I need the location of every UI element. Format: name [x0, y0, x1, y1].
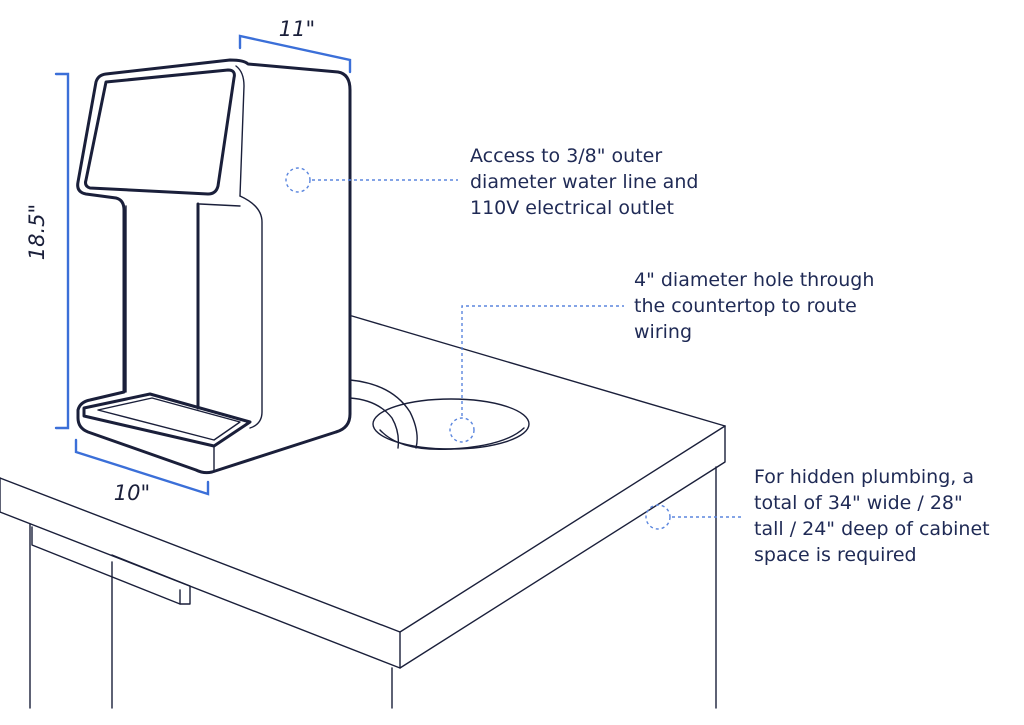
- appliance: [76, 58, 352, 475]
- callout-countertop-hole: 4" diameter hole through the countertop …: [449, 269, 880, 443]
- callout-text: 4" diameter hole through the countertop …: [634, 269, 880, 343]
- width-label: 11": [279, 17, 315, 41]
- height-label: 18.5": [25, 204, 49, 260]
- callout-marker: [645, 504, 671, 530]
- depth-dimension: 10": [74, 438, 210, 505]
- width-dimension: 11": [238, 17, 352, 74]
- height-dimension: 18.5": [25, 72, 70, 430]
- depth-label: 10": [114, 481, 150, 505]
- callout-water-electrical: Access to 3/8" outer diameter water line…: [285, 145, 704, 219]
- countertop: [0, 315, 726, 669]
- cabinet: [29, 466, 717, 709]
- wiring-hose: [349, 379, 418, 449]
- callout-text: For hidden plumbing, a total of 34" wide…: [754, 466, 996, 566]
- callout-marker: [285, 167, 311, 193]
- countertop-hole: [372, 398, 530, 451]
- callout-marker: [449, 417, 475, 443]
- callout-cabinet-space: For hidden plumbing, a total of 34" wide…: [645, 466, 996, 566]
- callout-text: Access to 3/8" outer diameter water line…: [470, 145, 704, 219]
